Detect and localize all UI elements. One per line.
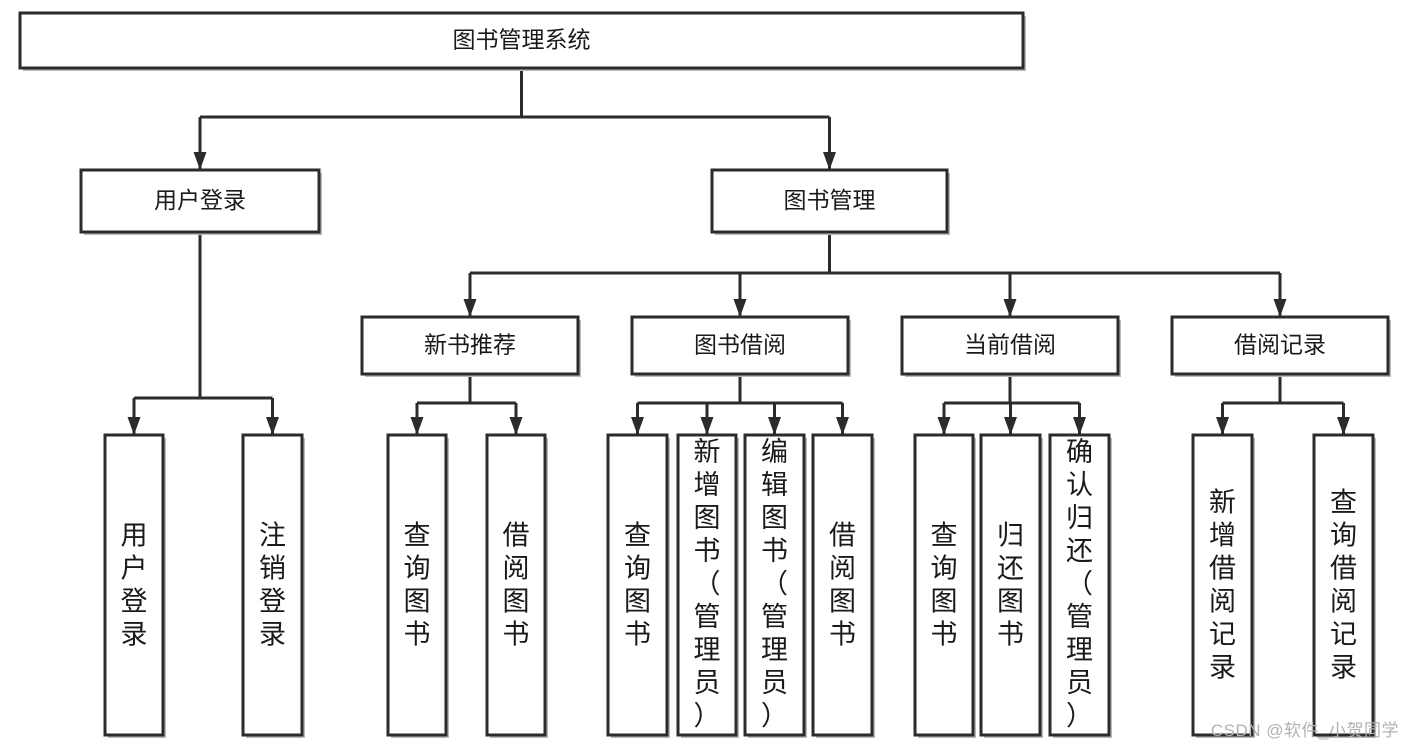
- node-box[interactable]: [1191, 433, 1254, 737]
- node-label: 新增图书（管理员）: [694, 437, 721, 731]
- node-box[interactable]: [676, 433, 738, 737]
- node-label: 确认归还（管理员）: [1066, 437, 1093, 731]
- node-new-book-rec[interactable]: 新书推荐: [360, 315, 581, 377]
- node-box[interactable]: [485, 433, 547, 737]
- node-leaf-add-record[interactable]: 新增借阅记录: [1191, 433, 1255, 738]
- node-box[interactable]: [1048, 433, 1111, 737]
- node-leaf-return-book[interactable]: 归还图书: [979, 433, 1043, 738]
- node-leaf-query-book-3[interactable]: 查询图书: [913, 433, 976, 738]
- node-label: 借阅图书: [503, 521, 530, 650]
- node-box[interactable]: [386, 433, 448, 737]
- node-leaf-add-book[interactable]: 新增图书（管理员）: [676, 433, 739, 738]
- edge-layer: [127, 68, 1350, 435]
- arrow-head-icon: [700, 417, 714, 435]
- arrow-head-icon: [1073, 417, 1086, 435]
- node-user-login[interactable]: 用户登录: [79, 168, 322, 235]
- arrow-head-icon: [937, 417, 951, 435]
- node-box[interactable]: [1312, 433, 1375, 737]
- arrow-head-icon: [1003, 299, 1017, 317]
- node-label: 查询图书: [624, 521, 651, 650]
- arrow-head-icon: [836, 417, 849, 435]
- node-book-borrow[interactable]: 图书借阅: [630, 315, 851, 377]
- arrow-head-icon: [1337, 417, 1350, 435]
- node-label: 查询借阅记录: [1330, 488, 1357, 683]
- node-label: 新书推荐: [424, 332, 516, 358]
- node-box[interactable]: [710, 168, 949, 234]
- node-box[interactable]: [1170, 315, 1390, 376]
- node-label: 查询图书: [931, 521, 958, 650]
- arrow-head-icon: [266, 417, 279, 435]
- node-box[interactable]: [241, 433, 304, 737]
- node-label: 用户登录: [121, 521, 148, 650]
- arrow-head-icon: [1004, 417, 1017, 435]
- node-box[interactable]: [103, 433, 165, 737]
- watermark-label: CSDN @软件_小贺同学: [1210, 721, 1399, 740]
- node-box[interactable]: [18, 11, 1025, 70]
- node-box[interactable]: [606, 433, 669, 737]
- node-borrow-record[interactable]: 借阅记录: [1170, 315, 1391, 377]
- node-label: 图书借阅: [694, 332, 786, 358]
- arrow-head-icon: [127, 417, 141, 435]
- arrow-head-icon: [463, 299, 477, 317]
- node-label: 借阅记录: [1234, 332, 1326, 358]
- arrow-head-icon: [768, 417, 781, 435]
- node-book-manage[interactable]: 图书管理: [710, 168, 950, 235]
- node-label: 图书管理: [784, 187, 876, 213]
- node-root[interactable]: 图书管理系统: [18, 11, 1026, 71]
- node-box[interactable]: [913, 433, 975, 737]
- node-label: 查询图书: [404, 521, 431, 650]
- node-label: 编辑图书（管理员）: [761, 437, 788, 731]
- arrow-head-icon: [410, 417, 424, 435]
- node-label: 当前借阅: [964, 332, 1056, 358]
- arrow-head-icon: [1273, 299, 1287, 317]
- node-label: 新增借阅记录: [1209, 488, 1236, 683]
- node-leaf-user-login[interactable]: 用户登录: [103, 433, 166, 738]
- node-box[interactable]: [979, 433, 1042, 737]
- arrow-head-icon: [733, 299, 747, 317]
- node-label: 注销登录: [259, 521, 286, 650]
- arrow-head-icon: [193, 152, 207, 170]
- node-label: 用户登录: [154, 187, 246, 213]
- node-current-borrow[interactable]: 当前借阅: [900, 315, 1121, 377]
- node-leaf-confirm-return[interactable]: 确认归还（管理员）: [1048, 433, 1112, 738]
- arrow-head-icon: [631, 417, 644, 435]
- arrow-head-icon: [509, 417, 523, 435]
- arrow-head-icon: [1216, 417, 1229, 435]
- node-label: 归还图书: [997, 521, 1024, 650]
- node-layer: 图书管理系统用户登录图书管理新书推荐图书借阅当前借阅借阅记录用户登录注销登录查询…: [18, 11, 1391, 738]
- node-leaf-borrow-book-1[interactable]: 借阅图书: [485, 433, 548, 738]
- node-box[interactable]: [900, 315, 1120, 376]
- node-box[interactable]: [743, 433, 806, 737]
- node-leaf-query-book-2[interactable]: 查询图书: [606, 433, 670, 738]
- node-label: 图书管理系统: [453, 27, 591, 53]
- node-leaf-query-record[interactable]: 查询借阅记录: [1312, 433, 1376, 738]
- node-leaf-edit-book[interactable]: 编辑图书（管理员）: [743, 433, 807, 738]
- node-box[interactable]: [360, 315, 580, 376]
- node-box[interactable]: [630, 315, 850, 376]
- arrow-head-icon: [823, 152, 836, 170]
- node-box[interactable]: [79, 168, 321, 234]
- node-box[interactable]: [811, 433, 874, 737]
- node-leaf-logout[interactable]: 注销登录: [241, 433, 305, 738]
- node-leaf-query-book-1[interactable]: 查询图书: [386, 433, 449, 738]
- node-label: 借阅图书: [829, 521, 856, 650]
- node-leaf-borrow-book-2[interactable]: 借阅图书: [811, 433, 875, 738]
